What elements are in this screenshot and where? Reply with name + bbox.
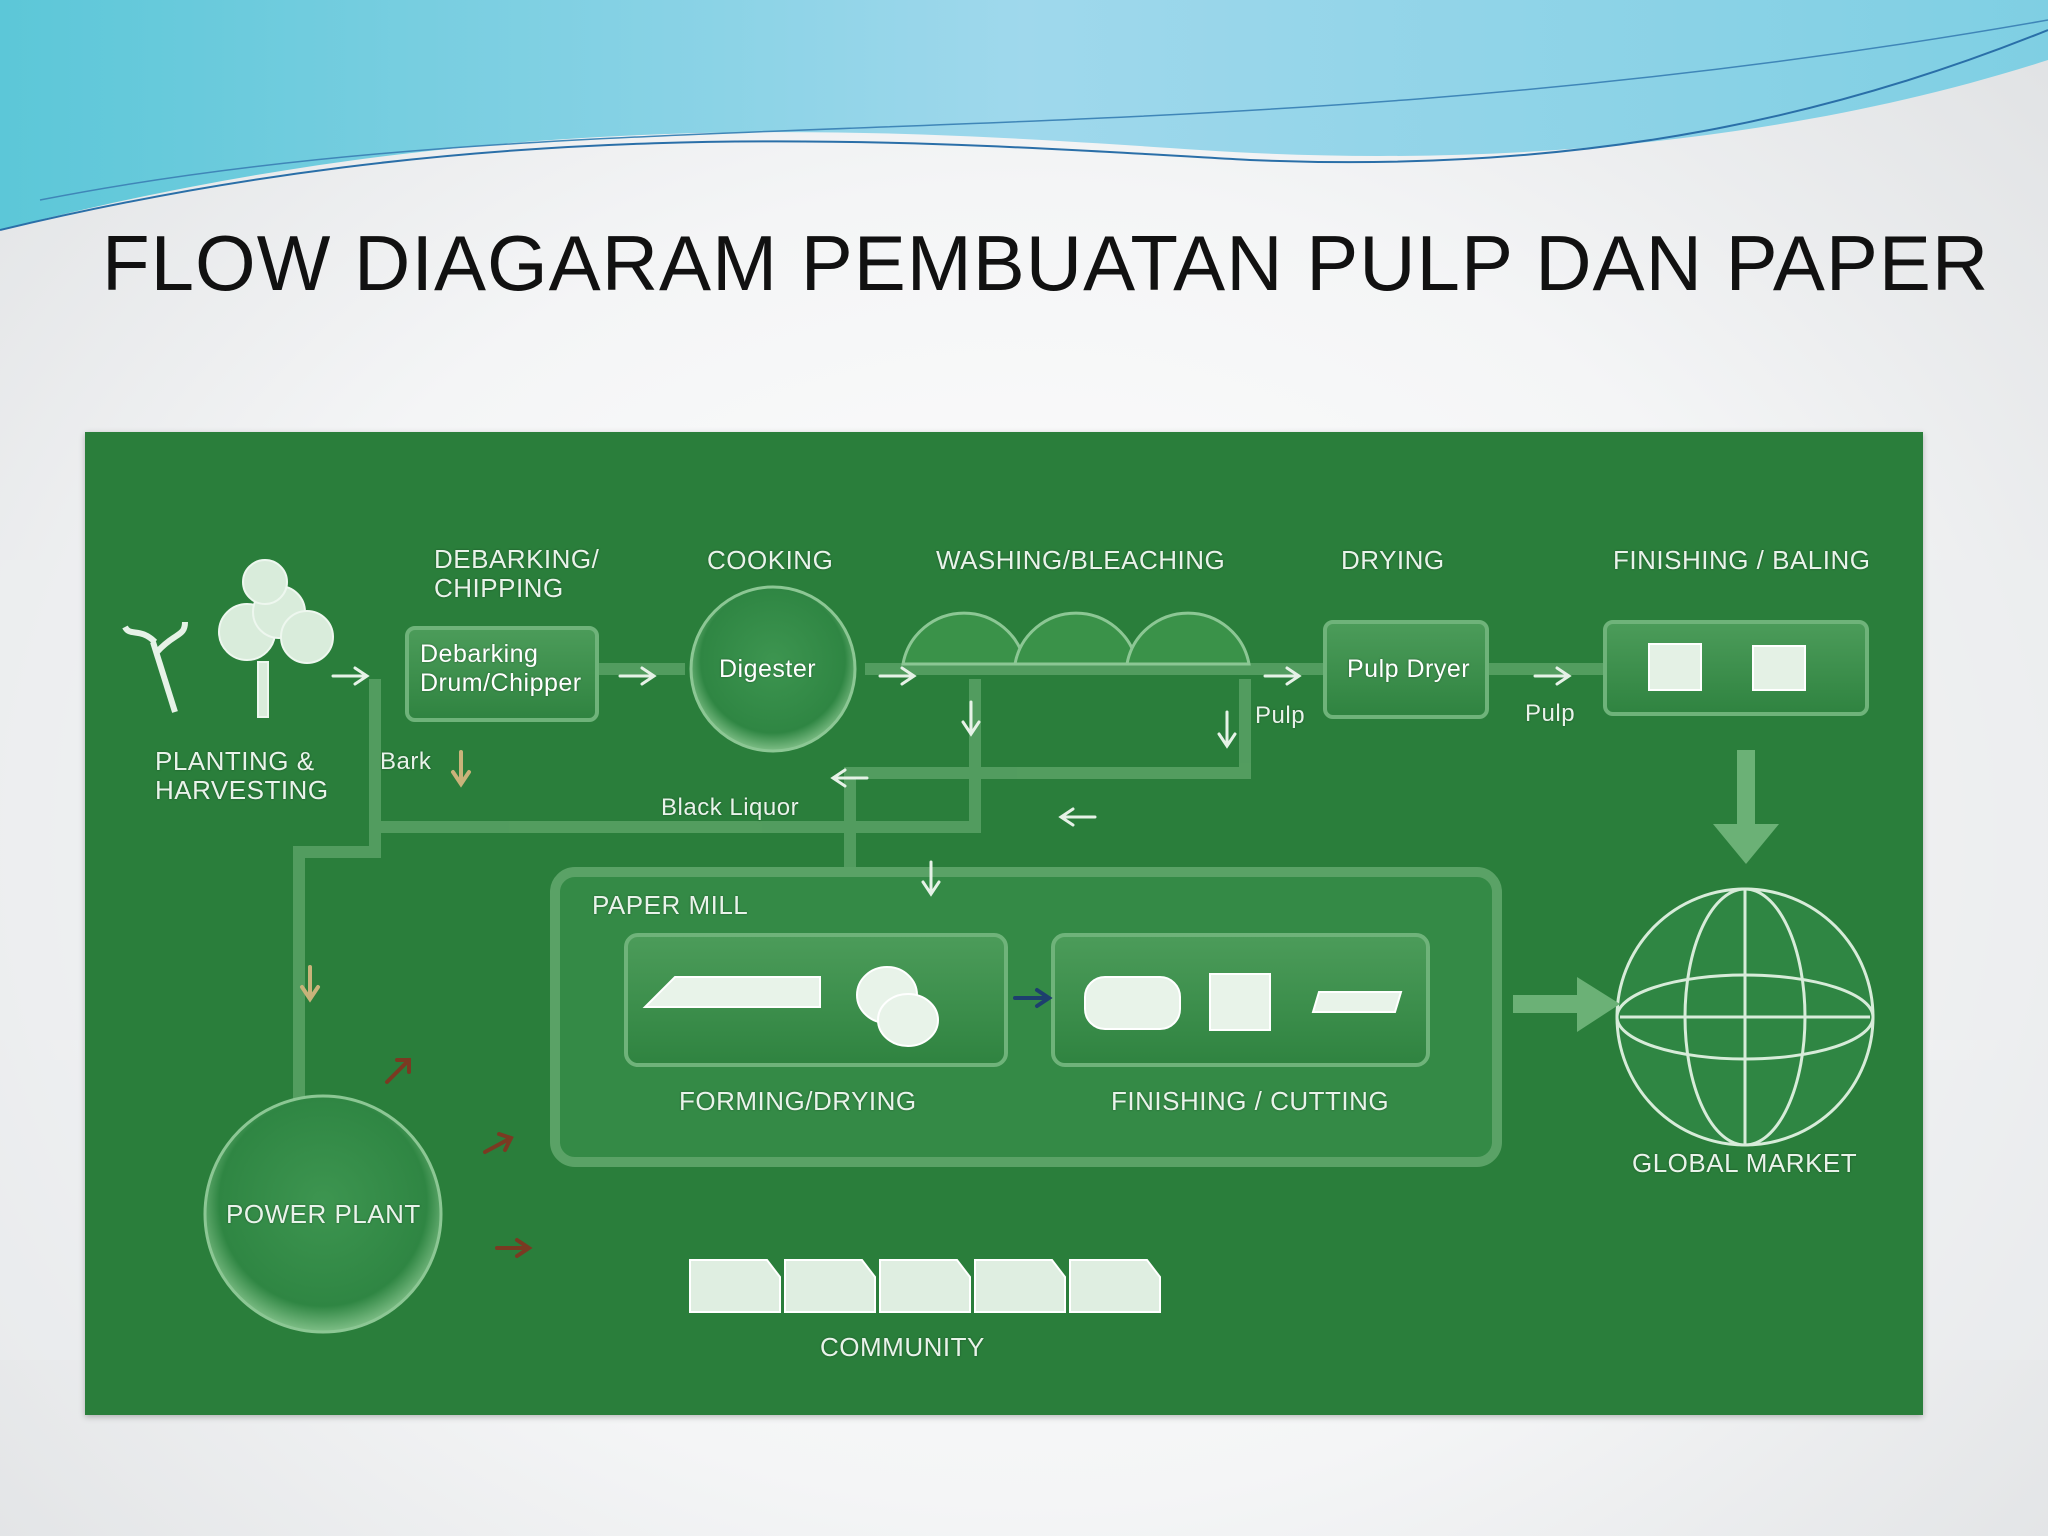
- stage-cooking-label: COOKING: [707, 545, 834, 575]
- washing-domes: [901, 611, 1251, 666]
- slide-title: FLOW DIAGARAM PEMBUATAN PULP DAN PAPER: [102, 219, 1990, 307]
- arrow-mill-to-market: [1513, 977, 1620, 1032]
- global-market-label: GLOBAL MARKET: [1632, 1148, 1858, 1178]
- arrow-bark-down: [451, 750, 471, 788]
- digester-label: Digester: [719, 655, 817, 683]
- arrow-dryer-to-baling: [1533, 666, 1572, 686]
- community-houses-icon: [689, 1259, 1161, 1313]
- debarking-drum-label: Debarking Drum/Chipper: [420, 640, 582, 697]
- bale-icon: [1648, 643, 1806, 691]
- paper-mill-label: PAPER MILL: [592, 890, 749, 920]
- pulp-dryer-box: [1323, 620, 1489, 719]
- stage-washing-label: WASHING/BLEACHING: [936, 545, 1226, 575]
- flow-arrows-white: [331, 666, 1572, 897]
- finishing-cutting-label: FINISHING / CUTTING: [1111, 1086, 1390, 1116]
- arrow-black-liquor: [830, 768, 869, 788]
- stage-finishing-baling-label: FINISHING / BALING: [1613, 545, 1871, 575]
- pulp-dryer-label: Pulp Dryer: [1347, 655, 1471, 683]
- arrow-into-mill: [921, 860, 941, 897]
- digester-vessel: [689, 585, 857, 753]
- header-wave-decoration: [0, 0, 2048, 231]
- arrow-to-power-plant: [300, 965, 320, 1003]
- stage-debarking-label: DEBARKING/ CHIPPING: [434, 544, 600, 603]
- cutting-products-icon: [1084, 973, 1403, 1031]
- arrow-wash-down-1: [961, 700, 981, 737]
- flow-diagram: DEBARKING/ CHIPPING COOKING WASHING/BLEA…: [85, 432, 1923, 1415]
- stage-drying-label: DRYING: [1341, 545, 1445, 575]
- bark-pipe: [293, 679, 381, 1132]
- pulp-label-1: Pulp: [1255, 702, 1306, 729]
- diagram-graphics: [122, 559, 1875, 1334]
- arrow-digester-to-washing: [878, 666, 917, 686]
- pulp-label-2: Pulp: [1525, 700, 1576, 727]
- bark-label: Bark: [380, 748, 432, 775]
- globe-icon: [1615, 887, 1875, 1147]
- arrow-power-1: [385, 1058, 411, 1084]
- arrow-chipper-to-digester: [618, 666, 657, 686]
- tree-icon: [218, 559, 334, 718]
- sapling-icon: [122, 621, 188, 713]
- flow-pipes: [293, 663, 1605, 1132]
- arrow-washing-to-dryer: [1263, 666, 1302, 686]
- debarking-drum-box: [405, 626, 599, 722]
- arrow-return: [1058, 807, 1097, 827]
- black-liquor-label: Black Liquor: [661, 794, 800, 821]
- arrow-power-2: [483, 1132, 514, 1154]
- forming-drying-label: FORMING/DRYING: [679, 1086, 917, 1116]
- community-label: COMMUNITY: [820, 1332, 985, 1362]
- arrow-power-3: [495, 1238, 533, 1258]
- flow-arrows-brown: [385, 1058, 533, 1258]
- arrow-wash-down-2: [1217, 710, 1237, 749]
- bleach-return-pipe: [844, 679, 1251, 947]
- arrow-planting-to-debarking: [331, 666, 370, 686]
- planting-harvesting-label: PLANTING & HARVESTING: [155, 746, 329, 805]
- power-plant-label: POWER PLANT: [226, 1199, 421, 1229]
- power-plant-circle: [203, 1094, 443, 1334]
- baling-box: [1603, 620, 1869, 716]
- arrow-forming-to-finishing: [1013, 988, 1053, 1008]
- flow-arrows-tan: [300, 750, 471, 1003]
- down-arrow-to-market: [1713, 750, 1779, 864]
- paper-roll-icon: [642, 966, 939, 1047]
